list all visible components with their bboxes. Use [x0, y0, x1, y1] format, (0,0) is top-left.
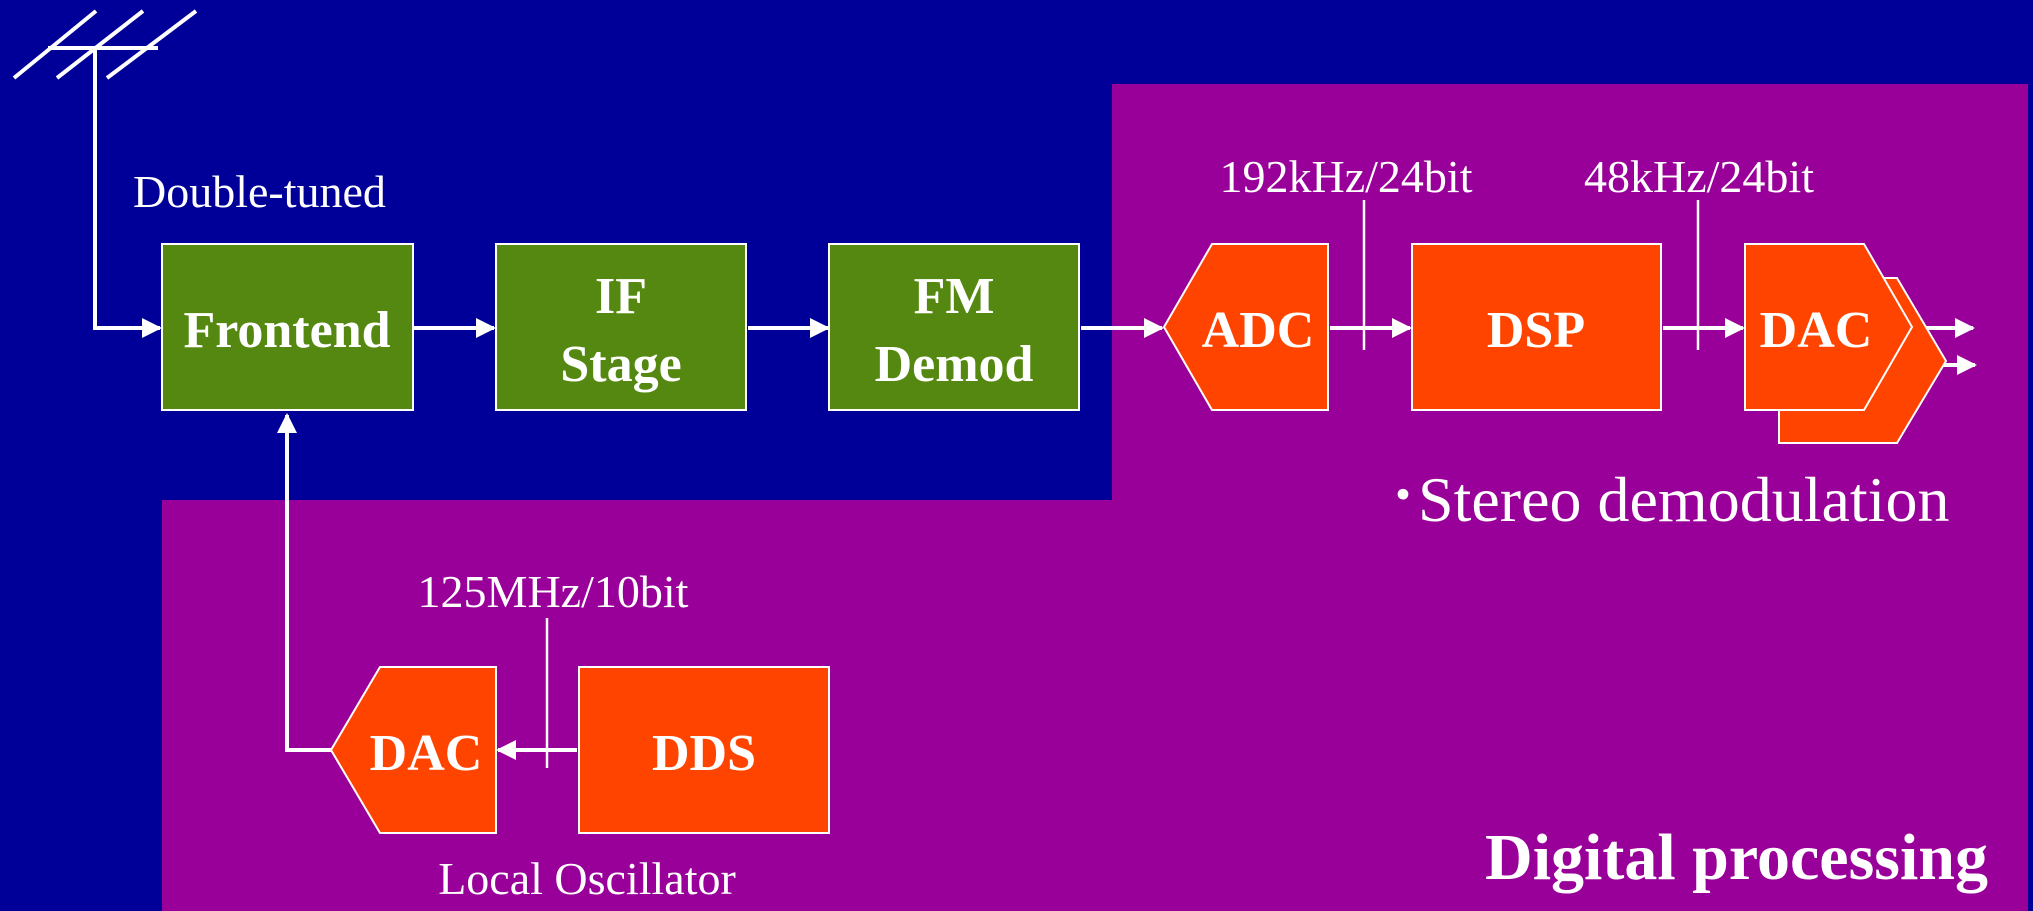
- if-stage-label-line1: IF: [595, 268, 647, 325]
- dac-output-label: DAC: [1760, 302, 1873, 359]
- local-oscillator-label: Local Oscillator: [438, 853, 736, 904]
- digital-processing-title: Digital processing: [1485, 821, 1988, 894]
- dac-lo-label: DAC: [370, 725, 483, 782]
- lo-to-frontend-arrow: [277, 413, 331, 752]
- dds-block: [578, 666, 830, 834]
- adc-rate-label: 192kHz/24bit: [1220, 151, 1473, 202]
- fm-demod-label-line1: FM: [914, 268, 995, 325]
- antenna-icon: [12, 9, 198, 330]
- dsp-label: DSP: [1487, 302, 1585, 359]
- lo-rate-label: 125MHz/10bit: [418, 566, 689, 617]
- dsp-block: [1411, 243, 1662, 411]
- dac-lo-block: [329, 666, 497, 834]
- if-stage-label-line2: Stage: [560, 336, 681, 393]
- dsp-rate-label: 48kHz/24bit: [1584, 151, 1814, 202]
- adc-label: ADC: [1202, 302, 1315, 359]
- fm-demod-label-line2: Demod: [875, 336, 1034, 393]
- frontend-label: Frontend: [183, 302, 390, 359]
- frontend-block: [161, 243, 414, 411]
- dds-label: DDS: [652, 725, 756, 782]
- fm-demod-block: [828, 243, 1080, 411]
- dac-output-block: [1744, 243, 1914, 411]
- adc-block: [1162, 243, 1329, 411]
- frontend-note: Double-tuned: [133, 166, 386, 217]
- stereo-demodulation-label: Stereo demodulation: [1418, 464, 1949, 535]
- if-stage-block: [495, 243, 747, 411]
- stereo-bullet: ·: [1392, 458, 1414, 531]
